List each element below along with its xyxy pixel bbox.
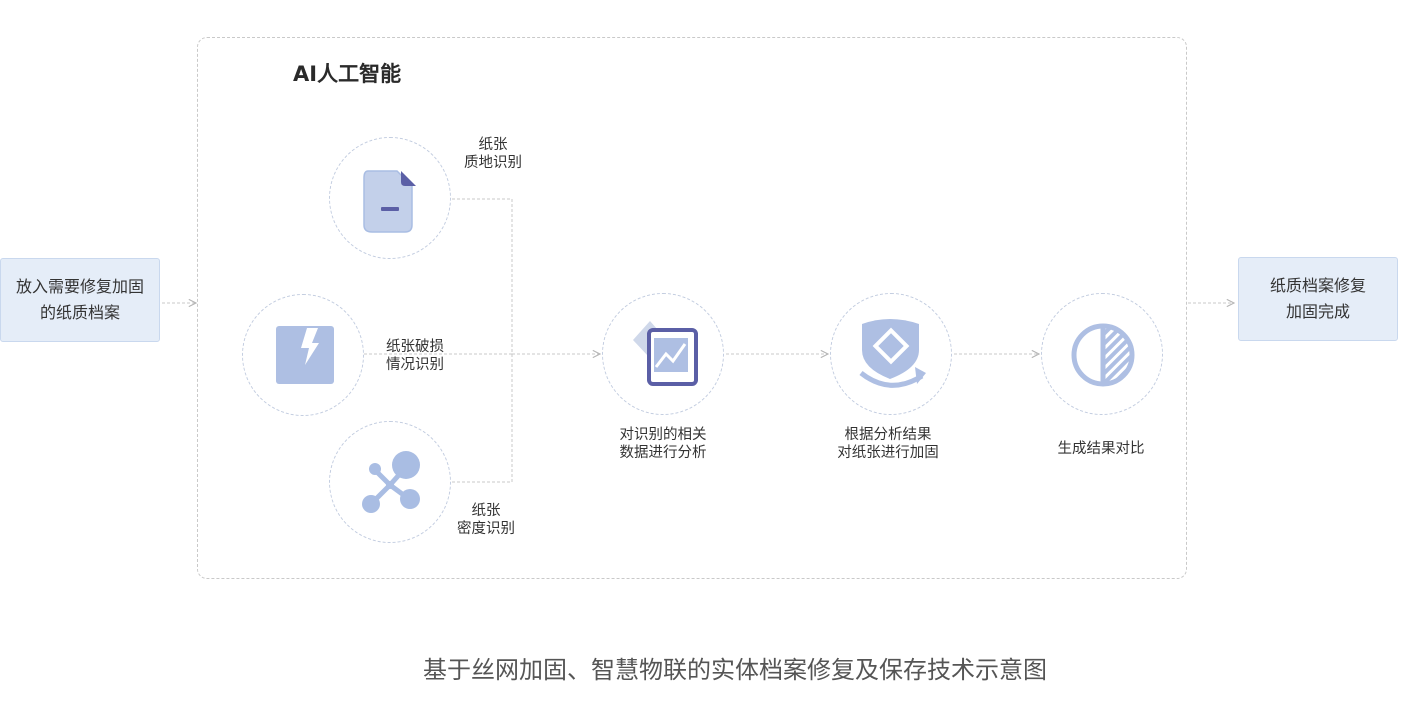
damage-label-line2: 情况识别 xyxy=(386,357,444,373)
density-node xyxy=(329,421,451,543)
density-label: 纸张 密度识别 xyxy=(449,502,523,538)
density-connector xyxy=(452,354,513,483)
density-label-line1: 纸张 xyxy=(471,503,501,519)
output-box-line2: 加固完成 xyxy=(1285,302,1350,321)
broken-icon xyxy=(276,326,334,384)
analysis-label-line2: 数据进行分析 xyxy=(619,445,707,461)
reinforce-node xyxy=(830,293,952,415)
texture-label: 纸张 质地识别 xyxy=(456,136,530,172)
input-box-line1: 放入需要修复加固 xyxy=(15,277,144,296)
analysis-node xyxy=(602,293,724,415)
damage-label: 纸张破损 情况识别 xyxy=(378,338,452,374)
shield-icon xyxy=(859,319,926,388)
reinforce-label-line1: 根据分析结果 xyxy=(844,427,932,443)
damage-node xyxy=(242,294,364,416)
ai-frame xyxy=(197,37,1187,579)
damage-label-line1: 纸张破损 xyxy=(386,339,444,355)
molecule-icon xyxy=(362,451,420,513)
document-icon xyxy=(363,170,416,233)
output-box-line1: 纸质档案修复 xyxy=(1269,276,1366,295)
density-label-line2: 密度识别 xyxy=(457,521,515,537)
compare-node xyxy=(1041,293,1163,415)
analysis-label: 对识别的相关 数据进行分析 xyxy=(608,426,718,462)
compare-label-line1: 生成结果对比 xyxy=(1057,441,1145,457)
input-box: 放入需要修复加固 的纸质档案 xyxy=(0,258,160,342)
analysis-label-line1: 对识别的相关 xyxy=(619,427,707,443)
reinforce-label: 根据分析结果 对纸张进行加固 xyxy=(822,426,954,462)
frame-title: AI人工智能 xyxy=(293,62,402,86)
output-box: 纸质档案修复 加固完成 xyxy=(1238,257,1398,341)
texture-label-line1: 纸张 xyxy=(478,137,508,153)
texture-node xyxy=(329,137,451,259)
diagram-caption: 基于丝网加固、智慧物联的实体档案修复及保存技术示意图 xyxy=(423,656,1047,684)
reinforce-label-line2: 对纸张进行加固 xyxy=(837,445,939,461)
contrast-icon xyxy=(1071,323,1135,387)
input-box-line2: 的纸质档案 xyxy=(39,303,120,322)
compare-label: 生成结果对比 xyxy=(1040,440,1162,458)
texture-connector xyxy=(452,198,513,354)
chart-icon xyxy=(633,321,698,386)
texture-label-line2: 质地识别 xyxy=(464,155,522,171)
